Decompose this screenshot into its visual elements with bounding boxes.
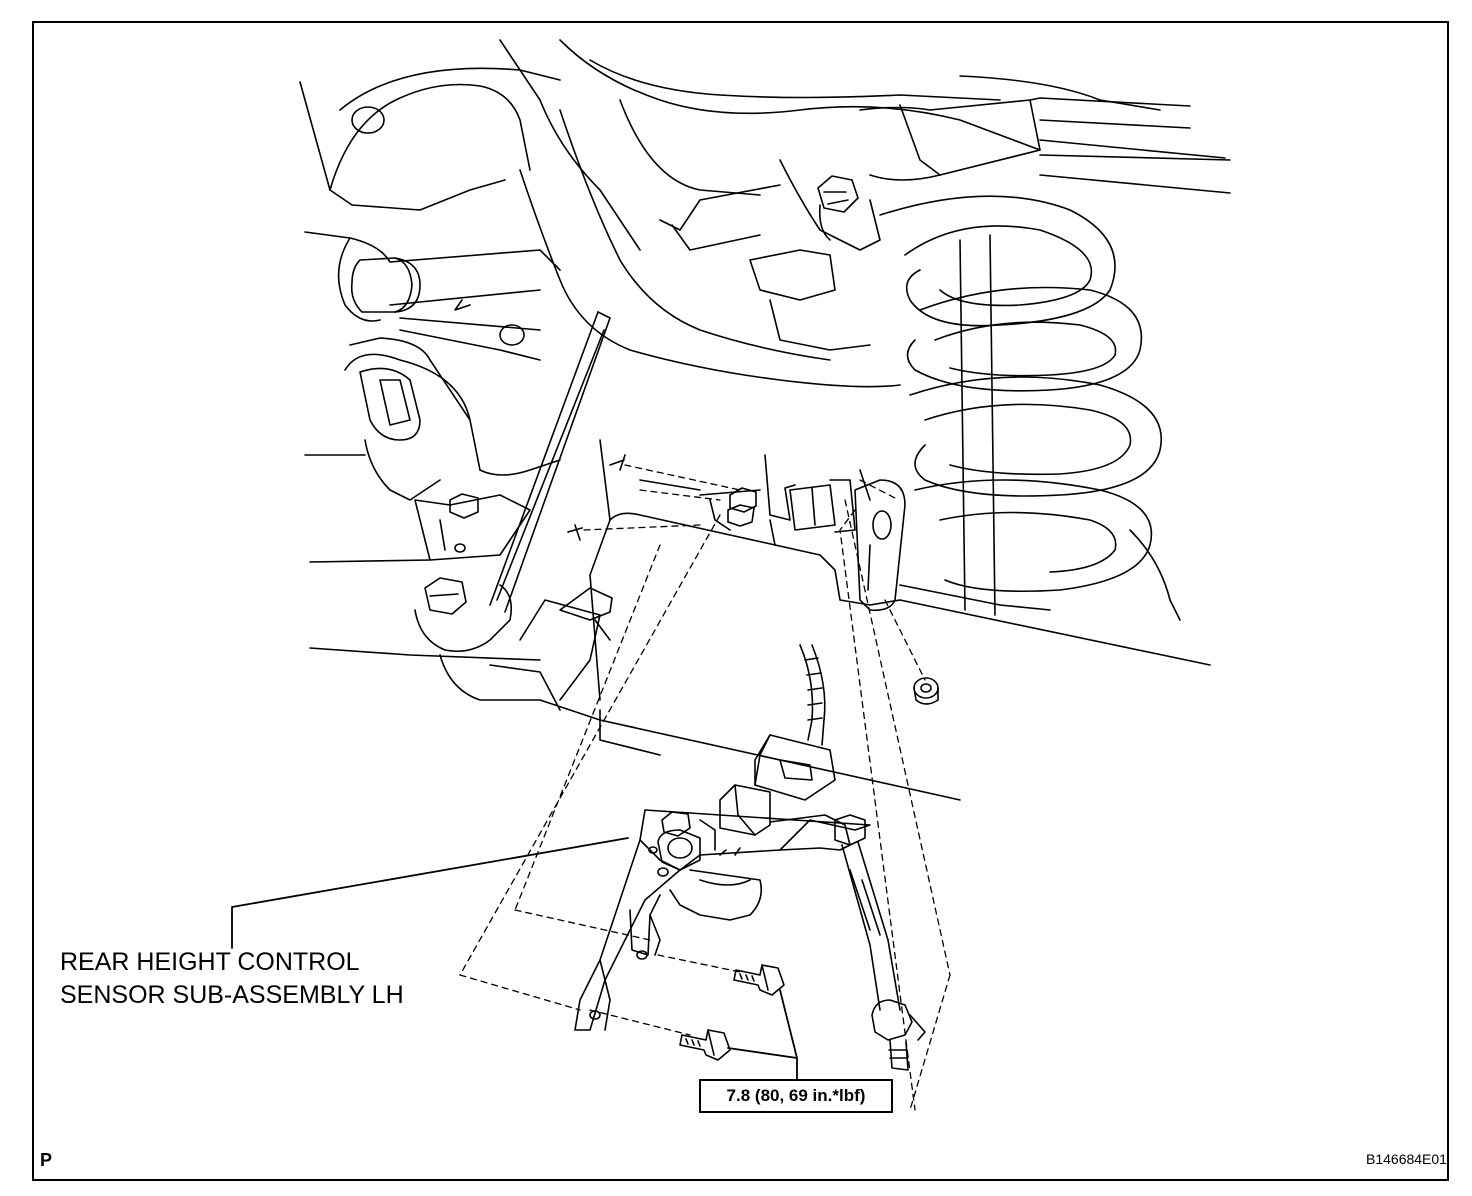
sensor-bolt-lower-icon — [679, 1029, 731, 1061]
left-mount — [304, 231, 561, 501]
alignment-dashes — [459, 464, 951, 1111]
sensor-harness — [754, 644, 836, 801]
body-structure — [299, 39, 1041, 388]
lower-bushing-bolt-icon — [414, 577, 513, 653]
wire-harness — [859, 75, 1231, 194]
leader-lines — [231, 837, 798, 1081]
torque-spec-box: 7.8 (80, 69 in.*lbf) — [699, 1079, 893, 1113]
stabilizer-link — [489, 311, 611, 613]
lower-arm — [309, 559, 1211, 801]
torque-spec-text: 7.8 (80, 69 in.*lbf) — [726, 1086, 866, 1105]
upper-bolt-icon — [817, 175, 859, 241]
part-name-line-1: REAR HEIGHT CONTROL — [60, 948, 360, 976]
link-bolt-cluster — [709, 454, 856, 546]
coil-spring-icon — [879, 195, 1181, 621]
sensor-bolt-upper-icon — [733, 964, 785, 996]
sensor-mount-plate — [567, 439, 906, 701]
part-name-line-2: SENSOR SUB-ASSEMBLY LH — [60, 981, 404, 1009]
left-bracket — [414, 493, 531, 561]
figure-code: B146684E01 — [1366, 1151, 1447, 1167]
sensor-connector — [719, 784, 771, 836]
grommet-icon — [913, 677, 939, 705]
corner-code: P — [40, 1150, 53, 1170]
height-control-sensor — [574, 809, 871, 1031]
part-name-label: REAR HEIGHT CONTROL SENSOR SUB-ASSEMBLY … — [60, 946, 404, 1012]
figure-frame — [32, 21, 1449, 1181]
sensor-link-arm — [769, 814, 926, 1071]
